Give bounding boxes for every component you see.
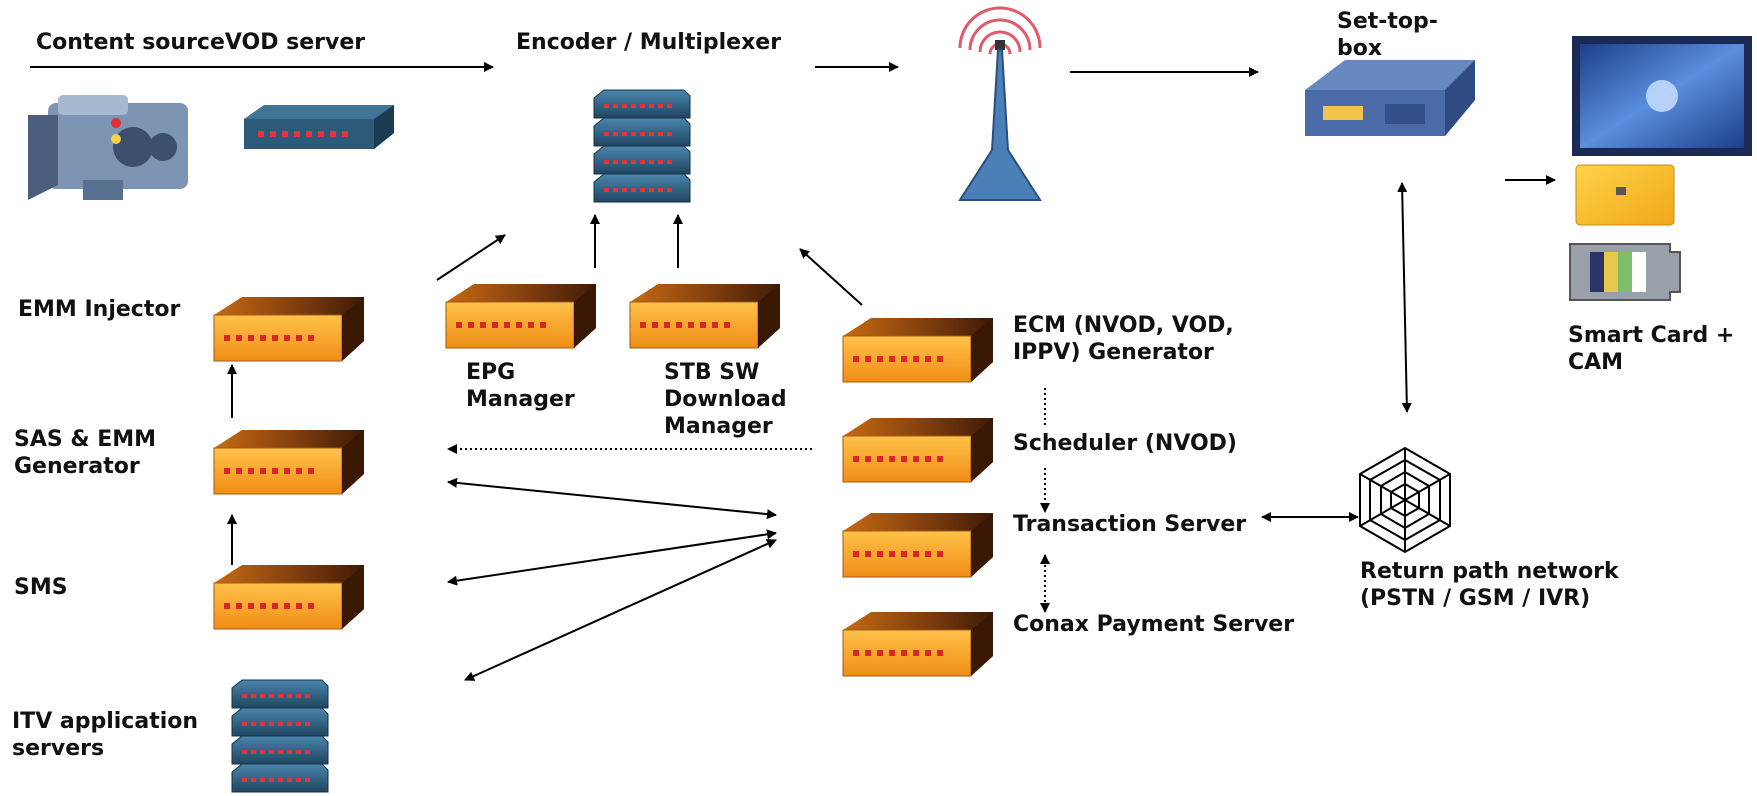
ecm-generator-label: ECM (NVOD, VOD, IPPV) Generator xyxy=(1013,313,1234,365)
itv-rack-server-icon xyxy=(231,679,329,793)
transaction-server-icon xyxy=(842,512,994,578)
scheduler-label: Scheduler (NVOD) xyxy=(1013,431,1237,456)
broadcast-antenna-icon xyxy=(958,6,1042,201)
emm-injector-server-icon xyxy=(213,296,365,362)
payment-server-icon xyxy=(842,611,994,677)
content-source-label: Content sourceVOD server xyxy=(36,30,366,55)
transaction-server-label: Transaction Server xyxy=(1013,512,1247,537)
sas-emm-generator-label: SAS & EMM Generator xyxy=(14,427,157,479)
smart-card-icon xyxy=(1575,164,1675,226)
vod-server-icon xyxy=(244,105,394,149)
conax-payment-server-label: Conax Payment Server xyxy=(1013,612,1295,637)
encoder-multiplexer-label: Encoder / Multiplexer xyxy=(516,30,782,55)
set-top-box-label: Set-top-box xyxy=(1337,9,1438,61)
epg-server-icon xyxy=(445,283,597,349)
tv-screen-icon xyxy=(1572,36,1752,156)
sas-emm-server-icon xyxy=(213,429,365,495)
stb-sw-server-icon xyxy=(629,283,781,349)
arrow-itv-hub xyxy=(464,539,777,681)
arrow-emm-to-encoder xyxy=(436,234,506,281)
ecm-server-icon xyxy=(842,317,994,383)
return-path-network-label: Return path network (PSTN / GSM / IVR) xyxy=(1360,559,1619,611)
rack-server-icon xyxy=(593,89,691,203)
arrow-settop-return-path xyxy=(1397,182,1412,413)
sms-label: SMS xyxy=(14,575,68,600)
arrow-sas-hub xyxy=(447,477,777,520)
scheduler-server-icon xyxy=(842,417,994,483)
arrow-sms-hub xyxy=(447,529,777,586)
cam-module-icon xyxy=(1569,243,1681,301)
epg-manager-label: EPG Manager xyxy=(466,360,575,412)
sms-server-icon xyxy=(213,564,365,630)
itv-servers-label: ITV application servers xyxy=(12,709,199,761)
set-top-box-icon xyxy=(1305,60,1475,136)
spider-web-network-icon xyxy=(1359,446,1451,554)
video-camera-icon xyxy=(28,95,188,200)
arrow-ecm-to-encoder xyxy=(799,248,863,306)
emm-injector-label: EMM Injector xyxy=(18,297,181,322)
stb-sw-download-label: STB SW Download Manager xyxy=(664,360,787,439)
smart-card-cam-label: Smart Card + CAM xyxy=(1568,323,1735,375)
